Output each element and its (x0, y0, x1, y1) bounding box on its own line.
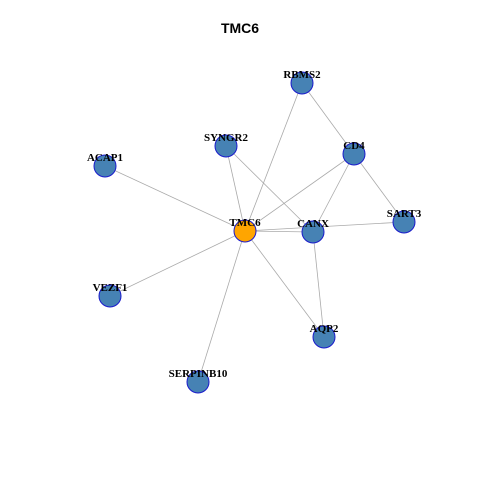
edge-tmc6-sart3 (244, 221, 405, 232)
node-vezf1[interactable] (98, 284, 122, 308)
node-sart3[interactable] (392, 210, 416, 234)
node-serpinb10[interactable] (186, 370, 210, 394)
node-label-cd4: CD4 (343, 140, 365, 152)
graph-title: TMC6 (220, 20, 260, 36)
node-rbms2[interactable] (290, 71, 314, 95)
node-canx[interactable] (301, 220, 325, 244)
edge-tmc6-aqp2 (244, 230, 325, 338)
edge-tmc6-vezf1 (109, 230, 246, 297)
edge-cd4-canx (312, 153, 355, 233)
edge-syngr2-canx (225, 145, 314, 233)
node-label-aqp2: AQP2 (310, 323, 339, 335)
node-label-vezf1: VEZF1 (93, 282, 128, 294)
node-tmc6[interactable] (233, 219, 257, 243)
node-label-sart3: SART3 (387, 208, 422, 220)
node-label-serpinb10: SERPINB10 (169, 368, 228, 380)
edge-tmc6-serpinb10 (197, 230, 246, 383)
edges-layer (104, 82, 405, 383)
node-label-canx: CANX (297, 218, 329, 230)
edge-tmc6-rbms2 (244, 82, 303, 232)
node-label-syngr2: SYNGR2 (204, 132, 249, 144)
edge-canx-aqp2 (312, 231, 325, 338)
edge-rbms2-cd4 (301, 82, 355, 155)
edge-tmc6-syngr2 (225, 145, 246, 232)
node-syngr2[interactable] (214, 134, 238, 158)
node-cd4[interactable] (342, 142, 366, 166)
node-acap1[interactable] (93, 154, 117, 178)
edge-tmc6-acap1 (104, 165, 246, 232)
nodes-layer (93, 71, 416, 394)
node-label-rbms2: RBMS2 (283, 69, 321, 81)
node-aqp2[interactable] (312, 325, 336, 349)
edge-tmc6-cd4 (244, 153, 355, 232)
node-label-tmc6: TMC6 (229, 217, 261, 229)
edge-cd4-sart3 (353, 153, 405, 223)
node-label-acap1: ACAP1 (87, 152, 123, 164)
